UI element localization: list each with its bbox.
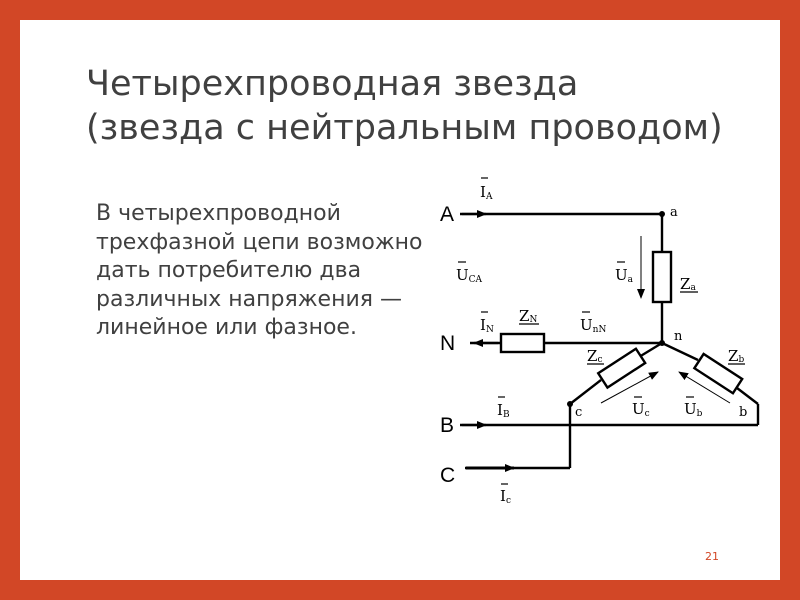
- impedance-zb-box: [692, 352, 744, 395]
- impedance-zn-box: [499, 332, 546, 354]
- label-line-n: N: [440, 332, 455, 355]
- node-c-dot: [567, 401, 573, 407]
- wire-zb-to-b: [736, 387, 759, 405]
- current-ic-symbol: Ic: [500, 487, 511, 506]
- impedance-zb-label: Zb: [728, 347, 744, 365]
- node-n-dot: [659, 340, 665, 346]
- label-node-b: b: [739, 405, 747, 420]
- label-node-n: n: [674, 329, 683, 344]
- label-node-a: a: [670, 205, 678, 220]
- impedance-za-label: Za: [680, 275, 696, 293]
- wire-arrows: [462, 210, 515, 472]
- current-ib-symbol: IB: [497, 401, 510, 420]
- voltage-arrows: [600, 236, 731, 404]
- voltage-uca-symbol: UCA: [456, 266, 483, 285]
- label-line-b: B: [440, 414, 454, 437]
- voltage-uc-arrow: [600, 371, 659, 404]
- label-line-a: A: [440, 203, 454, 226]
- slide-body-text: В четырехпроводной трехфазной цепи возмо…: [96, 201, 423, 340]
- impedance-boxes: [499, 250, 744, 395]
- label-line-c: C: [440, 464, 455, 487]
- voltage-uc-symbol: Uc: [632, 400, 650, 419]
- impedance-zc-label: Zc: [587, 347, 602, 365]
- node-a-dot: [659, 211, 665, 217]
- current-ia-symbol: IA: [480, 183, 493, 202]
- voltage-ub-arrow: [678, 371, 731, 404]
- wire-n-to-zb: [661, 341, 699, 362]
- wire-n-to-zc: [638, 341, 663, 359]
- slide-title: Четырехпроводная звезда (звезда с нейтра…: [86, 64, 723, 148]
- voltage-unn-symbol: UnN: [580, 316, 606, 335]
- circuit-nodes: [567, 211, 665, 407]
- current-in-symbol: IN: [480, 316, 494, 335]
- impedance-za-box: [651, 250, 673, 304]
- impedance-zn-label: ZN: [519, 307, 537, 325]
- phasor-overlines: [458, 177, 694, 485]
- page-number: 21: [705, 550, 719, 563]
- voltage-ua-symbol: Ua: [615, 266, 634, 285]
- label-node-c: c: [575, 405, 582, 420]
- voltage-ub-symbol: Ub: [684, 400, 703, 419]
- impedance-zc-box: [596, 347, 647, 390]
- wire-zc-to-c: [569, 379, 602, 405]
- impedance-underlines: [519, 291, 745, 365]
